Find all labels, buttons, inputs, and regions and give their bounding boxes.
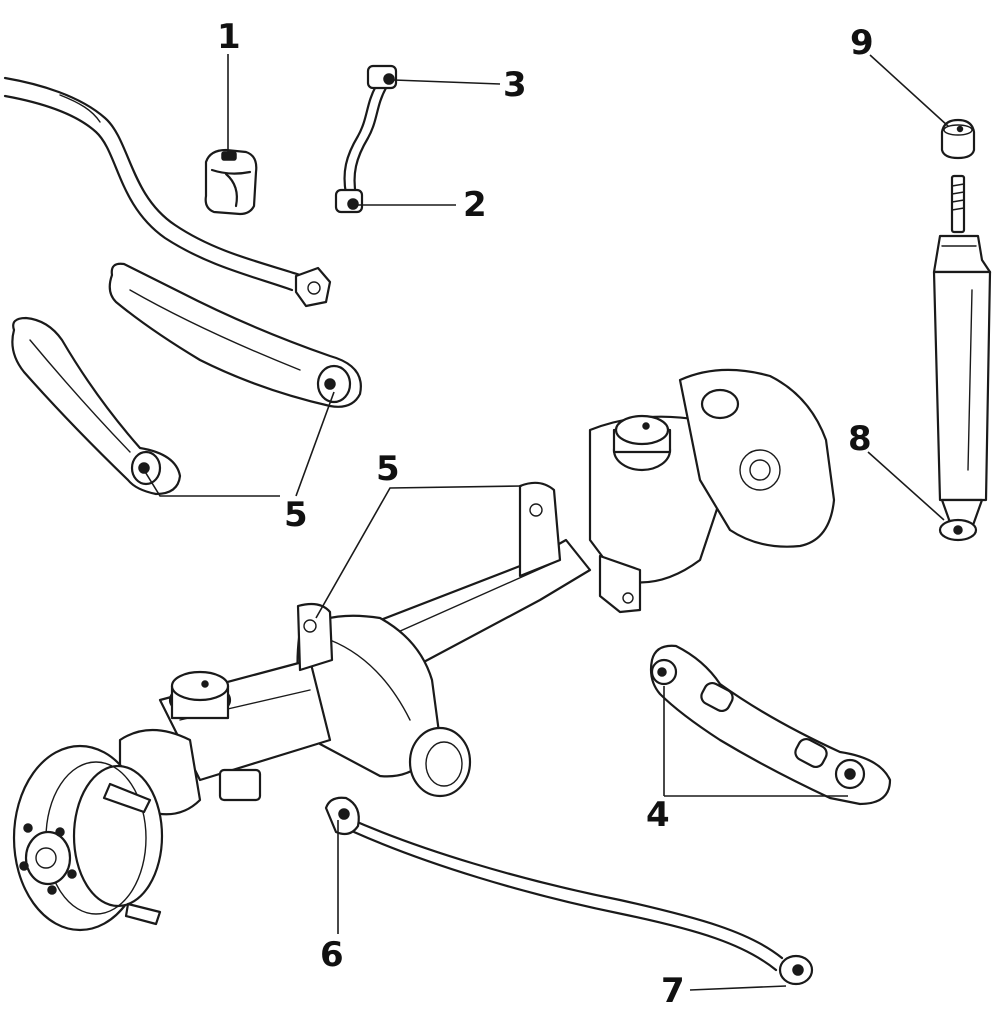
shock-top-bushing bbox=[940, 118, 976, 160]
leader-lines bbox=[143, 54, 949, 991]
callout-5-axle: 5 bbox=[376, 449, 400, 489]
callout-4: 4 bbox=[646, 795, 670, 835]
stabilizer-bushing bbox=[204, 148, 258, 216]
stabilizer-link bbox=[334, 64, 398, 214]
track-bar bbox=[324, 796, 814, 986]
callout-3: 3 bbox=[503, 65, 527, 105]
upper-control-arm-front bbox=[11, 316, 182, 496]
callout-7: 7 bbox=[661, 971, 685, 1011]
right-knuckle bbox=[588, 368, 836, 614]
callout-5-upper-arm: 5 bbox=[284, 495, 308, 535]
callout-1: 1 bbox=[217, 17, 241, 57]
upper-control-arm-rear bbox=[108, 262, 362, 408]
lower-control-arm bbox=[649, 644, 892, 806]
callout-9: 9 bbox=[850, 23, 874, 63]
callout-2: 2 bbox=[463, 185, 487, 225]
front-axle bbox=[118, 481, 592, 816]
stabilizer-bar bbox=[3, 76, 332, 308]
brake-rotor-left bbox=[12, 744, 164, 932]
shock-absorber bbox=[932, 174, 992, 542]
callout-6: 6 bbox=[320, 935, 344, 975]
callouts: 1 3 2 9 8 5 5 4 6 7 bbox=[217, 17, 874, 1011]
callout-8: 8 bbox=[848, 419, 872, 459]
